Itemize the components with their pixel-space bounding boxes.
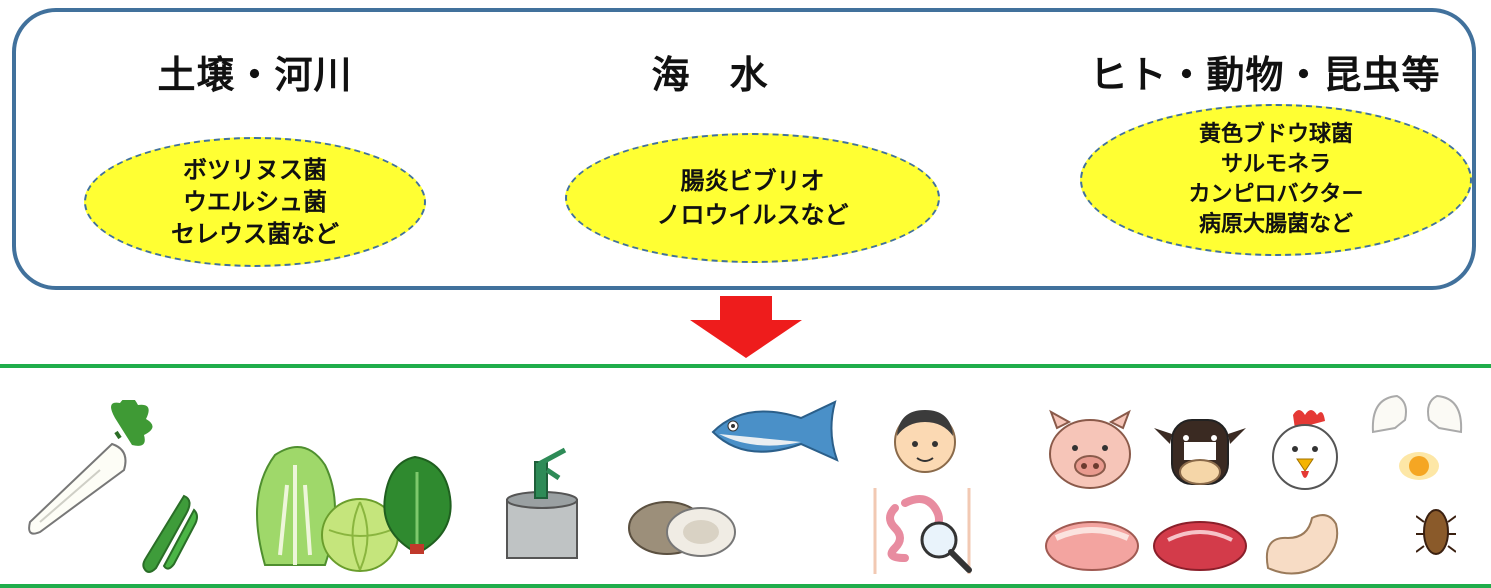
bacteria-label: カンピロバクター — [1188, 182, 1364, 207]
spinach-icon — [383, 455, 452, 554]
bacteria-label: セレウス菌など — [171, 220, 339, 248]
bacteria-oval-soil: ボツリヌス菌 ウエルシュ菌 セレウス菌など — [84, 137, 426, 267]
chicken-meat-icon — [1266, 514, 1339, 575]
down-arrow-icon — [690, 296, 802, 358]
oyster-icon — [628, 501, 736, 557]
intestine-icon — [873, 488, 972, 574]
napa-cabbage-icon — [256, 446, 336, 566]
heading-seawater: 海 水 — [651, 53, 769, 97]
chicken-icon — [1272, 410, 1338, 490]
cockroach-icon — [1416, 509, 1456, 555]
bacteria-label: ノロウイルスなど — [656, 201, 849, 229]
band-bottom-line — [0, 584, 1491, 588]
person-icon — [894, 410, 956, 473]
bacteria-label: サルモネラ — [1220, 152, 1331, 177]
cow-icon — [1154, 419, 1246, 485]
fish-icon — [711, 400, 839, 462]
bacteria-label: ウエルシュ菌 — [183, 188, 327, 216]
bacteria-oval-human-animal: 黄色ブドウ球菌 サルモネラ カンピロバクター 病原大腸菌など — [1080, 104, 1472, 256]
bacteria-label: 腸炎ビブリオ — [680, 167, 825, 195]
cracked-egg-icon — [1371, 394, 1463, 480]
well-pump-icon — [506, 447, 578, 559]
heading-human-animal-insect: ヒト・動物・昆虫等 — [1089, 53, 1441, 97]
beef-meat-icon — [1153, 521, 1247, 571]
pork-meat-icon — [1045, 521, 1139, 571]
pig-icon — [1049, 409, 1131, 489]
cucumber-icon — [142, 494, 198, 573]
bacteria-oval-seawater: 腸炎ビブリオ ノロウイルスなど — [565, 133, 940, 263]
heading-soil-river: 土壌・河川 — [157, 53, 353, 97]
daikon-radish-icon — [28, 400, 153, 535]
bacteria-label: 黄色ブドウ球菌 — [1198, 122, 1353, 147]
bacteria-label: 病原大腸菌など — [1198, 212, 1353, 237]
bacteria-label: ボツリヌス菌 — [183, 156, 327, 184]
band-top-line — [0, 364, 1491, 368]
